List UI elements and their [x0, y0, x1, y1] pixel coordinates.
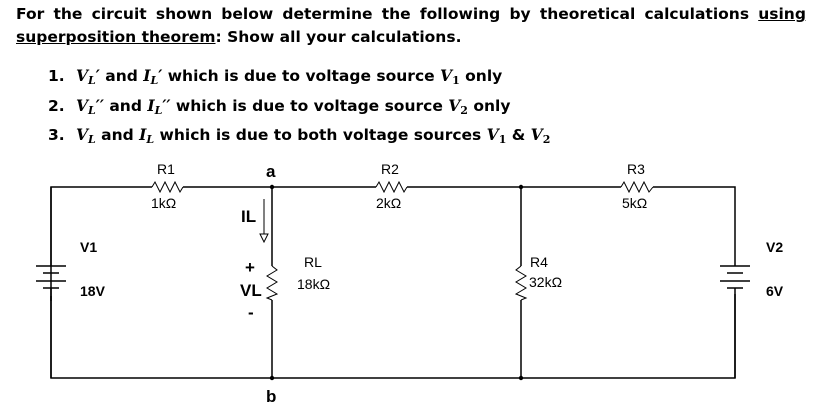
word: shown: [155, 5, 213, 23]
word: the: [381, 5, 411, 23]
math-prime: ′: [95, 66, 100, 85]
word: following: [419, 5, 501, 23]
current-arrow-icon: [259, 199, 269, 244]
task-number: 1.: [48, 67, 65, 85]
task-tail: only: [467, 96, 511, 115]
v1-name: V1: [80, 239, 97, 255]
v2-value: 6V: [766, 283, 784, 299]
word: below: [221, 5, 274, 23]
word: circuit: [91, 5, 147, 23]
and-text: and: [99, 67, 144, 85]
math-sub: L: [88, 133, 96, 146]
junction-dot-a: [269, 184, 275, 190]
math-src: V: [486, 125, 499, 144]
task-text: which is due to voltage source: [162, 67, 441, 85]
task-text: which is due to voltage source: [170, 96, 449, 115]
task-list: 1.VL′ and IL′ which is due to voltage so…: [48, 64, 550, 153]
question-text: For the circuit shown below determine th…: [16, 3, 806, 49]
task-number: 2.: [48, 96, 65, 115]
task-text: which is due to both voltage sources: [154, 126, 487, 144]
math-sub: L: [146, 133, 155, 146]
task-tail: only: [459, 67, 503, 85]
underlined-word: using: [758, 5, 806, 23]
v1-value: 18V: [80, 283, 106, 299]
task-item-2: 2.VL′′ and IL′′ which is due to voltage …: [48, 94, 550, 124]
vl-plus-sign: +: [245, 258, 255, 277]
rl-value: 18kΩ: [297, 276, 330, 292]
question-line-2-rest: : Show all your calculations.: [215, 28, 462, 46]
resistor-r1-icon: [151, 180, 184, 194]
math-sub: 1: [452, 74, 460, 87]
math-sub: 2: [542, 133, 551, 146]
word: For: [16, 5, 45, 23]
task-tail: &: [506, 126, 531, 144]
math-sub: L: [154, 103, 163, 117]
math-i: I: [147, 95, 155, 115]
question-line-1: For the circuit shown below determine th…: [16, 3, 806, 26]
battery-v1-icon: [36, 187, 66, 378]
r3-name: R3: [627, 161, 645, 177]
task-item-1: 1.VL′ and IL′ which is due to voltage so…: [48, 64, 550, 94]
math-sub: L: [88, 103, 96, 117]
word: the: [53, 5, 83, 23]
node-b-label: b: [266, 387, 276, 406]
resistor-rl-icon: [265, 265, 279, 301]
math-sub: L: [150, 74, 159, 87]
resistor-r4-icon: [514, 265, 528, 301]
wires: [50, 186, 736, 379]
vl-minus-sign: -: [248, 303, 254, 322]
math-prime: ′: [158, 66, 163, 85]
math-i: I: [143, 66, 151, 85]
task-number: 3.: [48, 126, 65, 144]
node-a-label: a: [266, 162, 276, 181]
resistor-r2-icon: [375, 180, 408, 194]
word: determine: [282, 5, 373, 23]
rl-name: RL: [304, 254, 322, 270]
math-v: V: [76, 125, 89, 144]
word: calculations: [644, 5, 750, 23]
v2-name: V2: [766, 239, 783, 255]
junction-dot-b: [269, 375, 275, 381]
task-item-3: 3.VL and IL which is due to both voltage…: [48, 123, 550, 153]
math-sub: 1: [498, 133, 507, 146]
il-label: IL: [241, 207, 256, 226]
math-prime: ′′: [95, 95, 104, 115]
r4-value: 32kΩ: [529, 274, 562, 290]
junction-dot-r4-bottom: [518, 375, 524, 381]
r1-name: R1: [157, 161, 175, 177]
math-sub: 2: [460, 103, 468, 117]
battery-v2-icon: [720, 265, 750, 378]
math-i: I: [139, 125, 147, 144]
math-sub: L: [88, 74, 96, 87]
math-v: V: [76, 66, 89, 85]
r1-value: 1kΩ: [151, 195, 176, 211]
vl-label: VL: [240, 281, 262, 300]
r3-value: 5kΩ: [622, 195, 647, 211]
junction-dot-r4-top: [518, 184, 524, 190]
and-text: and: [103, 96, 148, 115]
math-src: V: [530, 125, 543, 144]
r2-value: 2kΩ: [376, 195, 401, 211]
question-line-2: superposition theorem: Show all your cal…: [16, 26, 806, 49]
word: by: [509, 5, 531, 23]
r2-name: R2: [381, 161, 399, 177]
math-prime: ′′: [162, 95, 171, 115]
underlined-phrase: superposition theorem: [16, 28, 216, 46]
and-text: and: [95, 126, 140, 144]
math-src: V: [448, 95, 461, 115]
r4-name: R4: [530, 254, 548, 270]
math-src: V: [440, 66, 453, 85]
math-v: V: [76, 95, 89, 115]
resistor-r3-icon: [620, 180, 654, 194]
word: theoretical: [539, 5, 636, 23]
